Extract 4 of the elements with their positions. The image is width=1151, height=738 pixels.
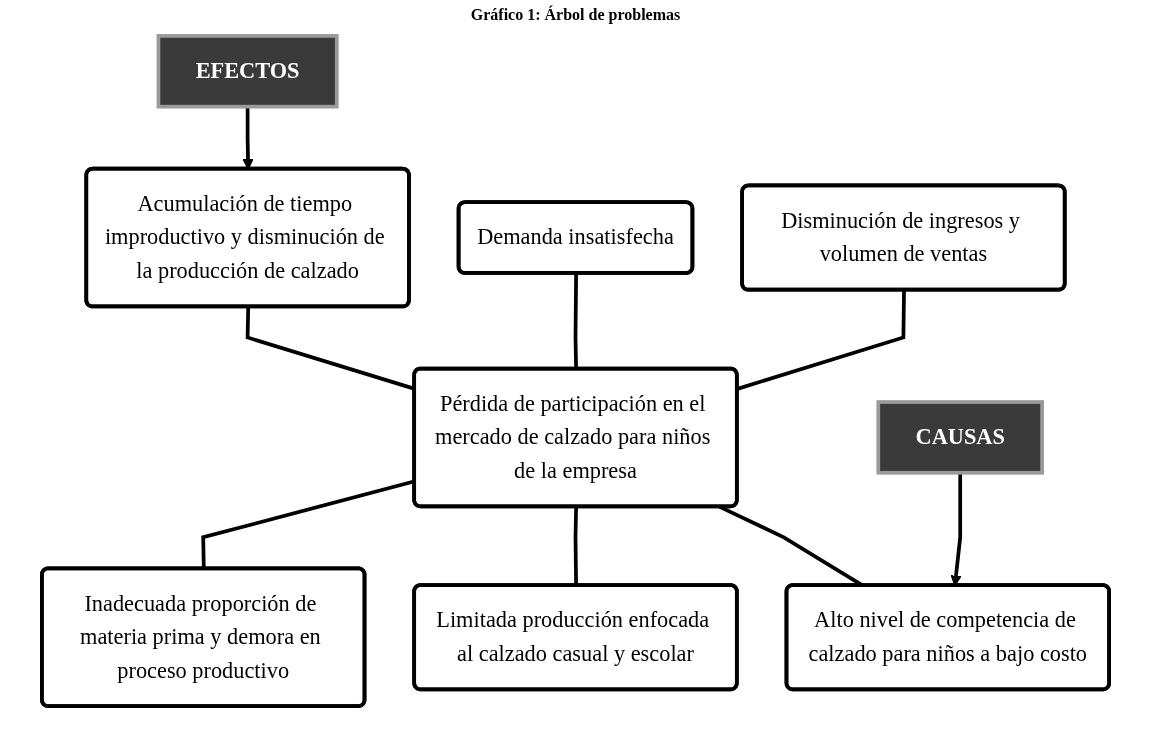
node-box: EFECTOS (156, 34, 339, 109)
diagram-title: Gráfico 1: Árbol de problemas (469, 6, 682, 24)
node-box: CAUSAS (876, 400, 1044, 475)
connector (573, 506, 578, 586)
